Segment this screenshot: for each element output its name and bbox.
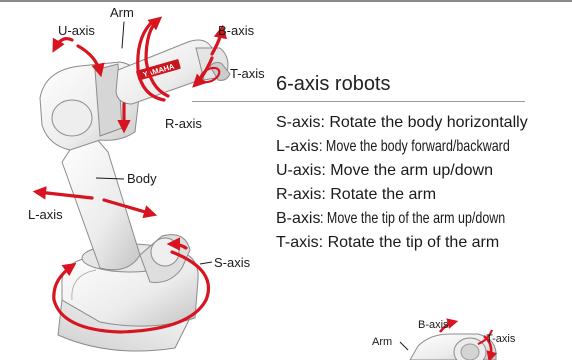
description-text: : Move the arm up/down [321,162,493,179]
description-axis-name: R-axis [276,186,321,203]
description-l-axis: L-axis: Move the body forward/backward [276,138,563,162]
inset-arm-label: Arm [372,337,392,348]
description-u-axis: U-axis: Move the arm up/down [276,162,563,186]
description-s-axis: S-axis: Rotate the body horizontally [276,114,563,138]
arm-label: Arm [110,6,134,19]
description-axis-name: B-axis [276,210,320,227]
description-t-axis: T-axis: Rotate the tip of the arm [276,234,563,258]
axis-description-list: S-axis: Rotate the body horizontally L-a… [276,114,563,258]
t-axis-label: T-axis [230,67,265,80]
s-axis-label: S-axis [214,256,250,269]
inset-t-axis-label: T-axis [486,334,515,345]
description-r-axis: R-axis: Rotate the arm [276,186,563,210]
description-axis-name: T-axis [276,234,319,251]
title-divider [192,101,525,102]
description-text: : Rotate the tip of the arm [319,234,500,251]
arm-pointer-line [122,22,124,48]
description-text: : Move the body forward/backward [319,138,510,156]
diagram-title: 6-axis robots [276,74,391,94]
l-axis-label: L-axis [28,208,63,221]
description-b-axis: B-axis: Move the tip of the arm up/down [276,210,563,234]
r-axis-label: R-axis [165,117,202,130]
u-axis-arrow [55,39,72,48]
inset-b-axis-label: B-axis [418,320,449,331]
description-axis-name: S-axis [276,114,320,131]
description-text: : Move the tip of the arm up/down [320,210,505,228]
description-axis-name: L-axis [276,138,319,155]
u-axis-label: U-axis [58,24,95,37]
description-text: : Rotate the body horizontally [320,114,527,131]
description-axis-name: U-axis [276,162,321,179]
b-axis-label: B-axis [218,24,254,37]
description-text: : Rotate the arm [321,186,436,203]
body-label: Body [127,172,157,185]
